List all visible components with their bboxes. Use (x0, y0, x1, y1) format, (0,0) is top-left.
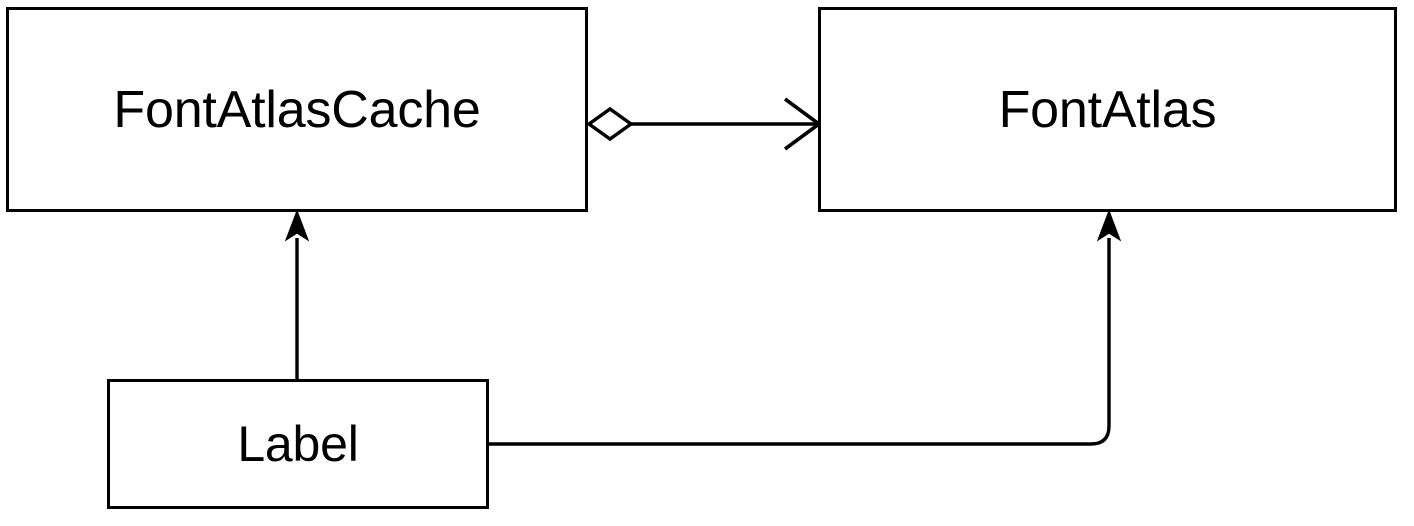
edge-label-to-fontatlascache[interactable] (284, 209, 310, 379)
hollow-diamond-icon (586, 106, 634, 142)
class-node-title: FontAtlas (998, 80, 1217, 139)
filled-arrow-icon (284, 209, 310, 242)
class-node-fontatlas[interactable]: FontAtlas (818, 7, 1397, 212)
edge-shaft (489, 238, 1111, 446)
class-node-fontatlascache[interactable]: FontAtlasCache (6, 7, 588, 212)
class-node-label[interactable]: Label (107, 379, 489, 509)
filled-arrow-icon (1096, 209, 1122, 242)
edge-label-to-fontatlas[interactable] (489, 209, 1122, 446)
class-node-title: Label (237, 416, 359, 472)
edge-fontatlascache-to-fontatlas[interactable] (586, 97, 823, 151)
class-node-title: FontAtlasCache (113, 80, 481, 139)
